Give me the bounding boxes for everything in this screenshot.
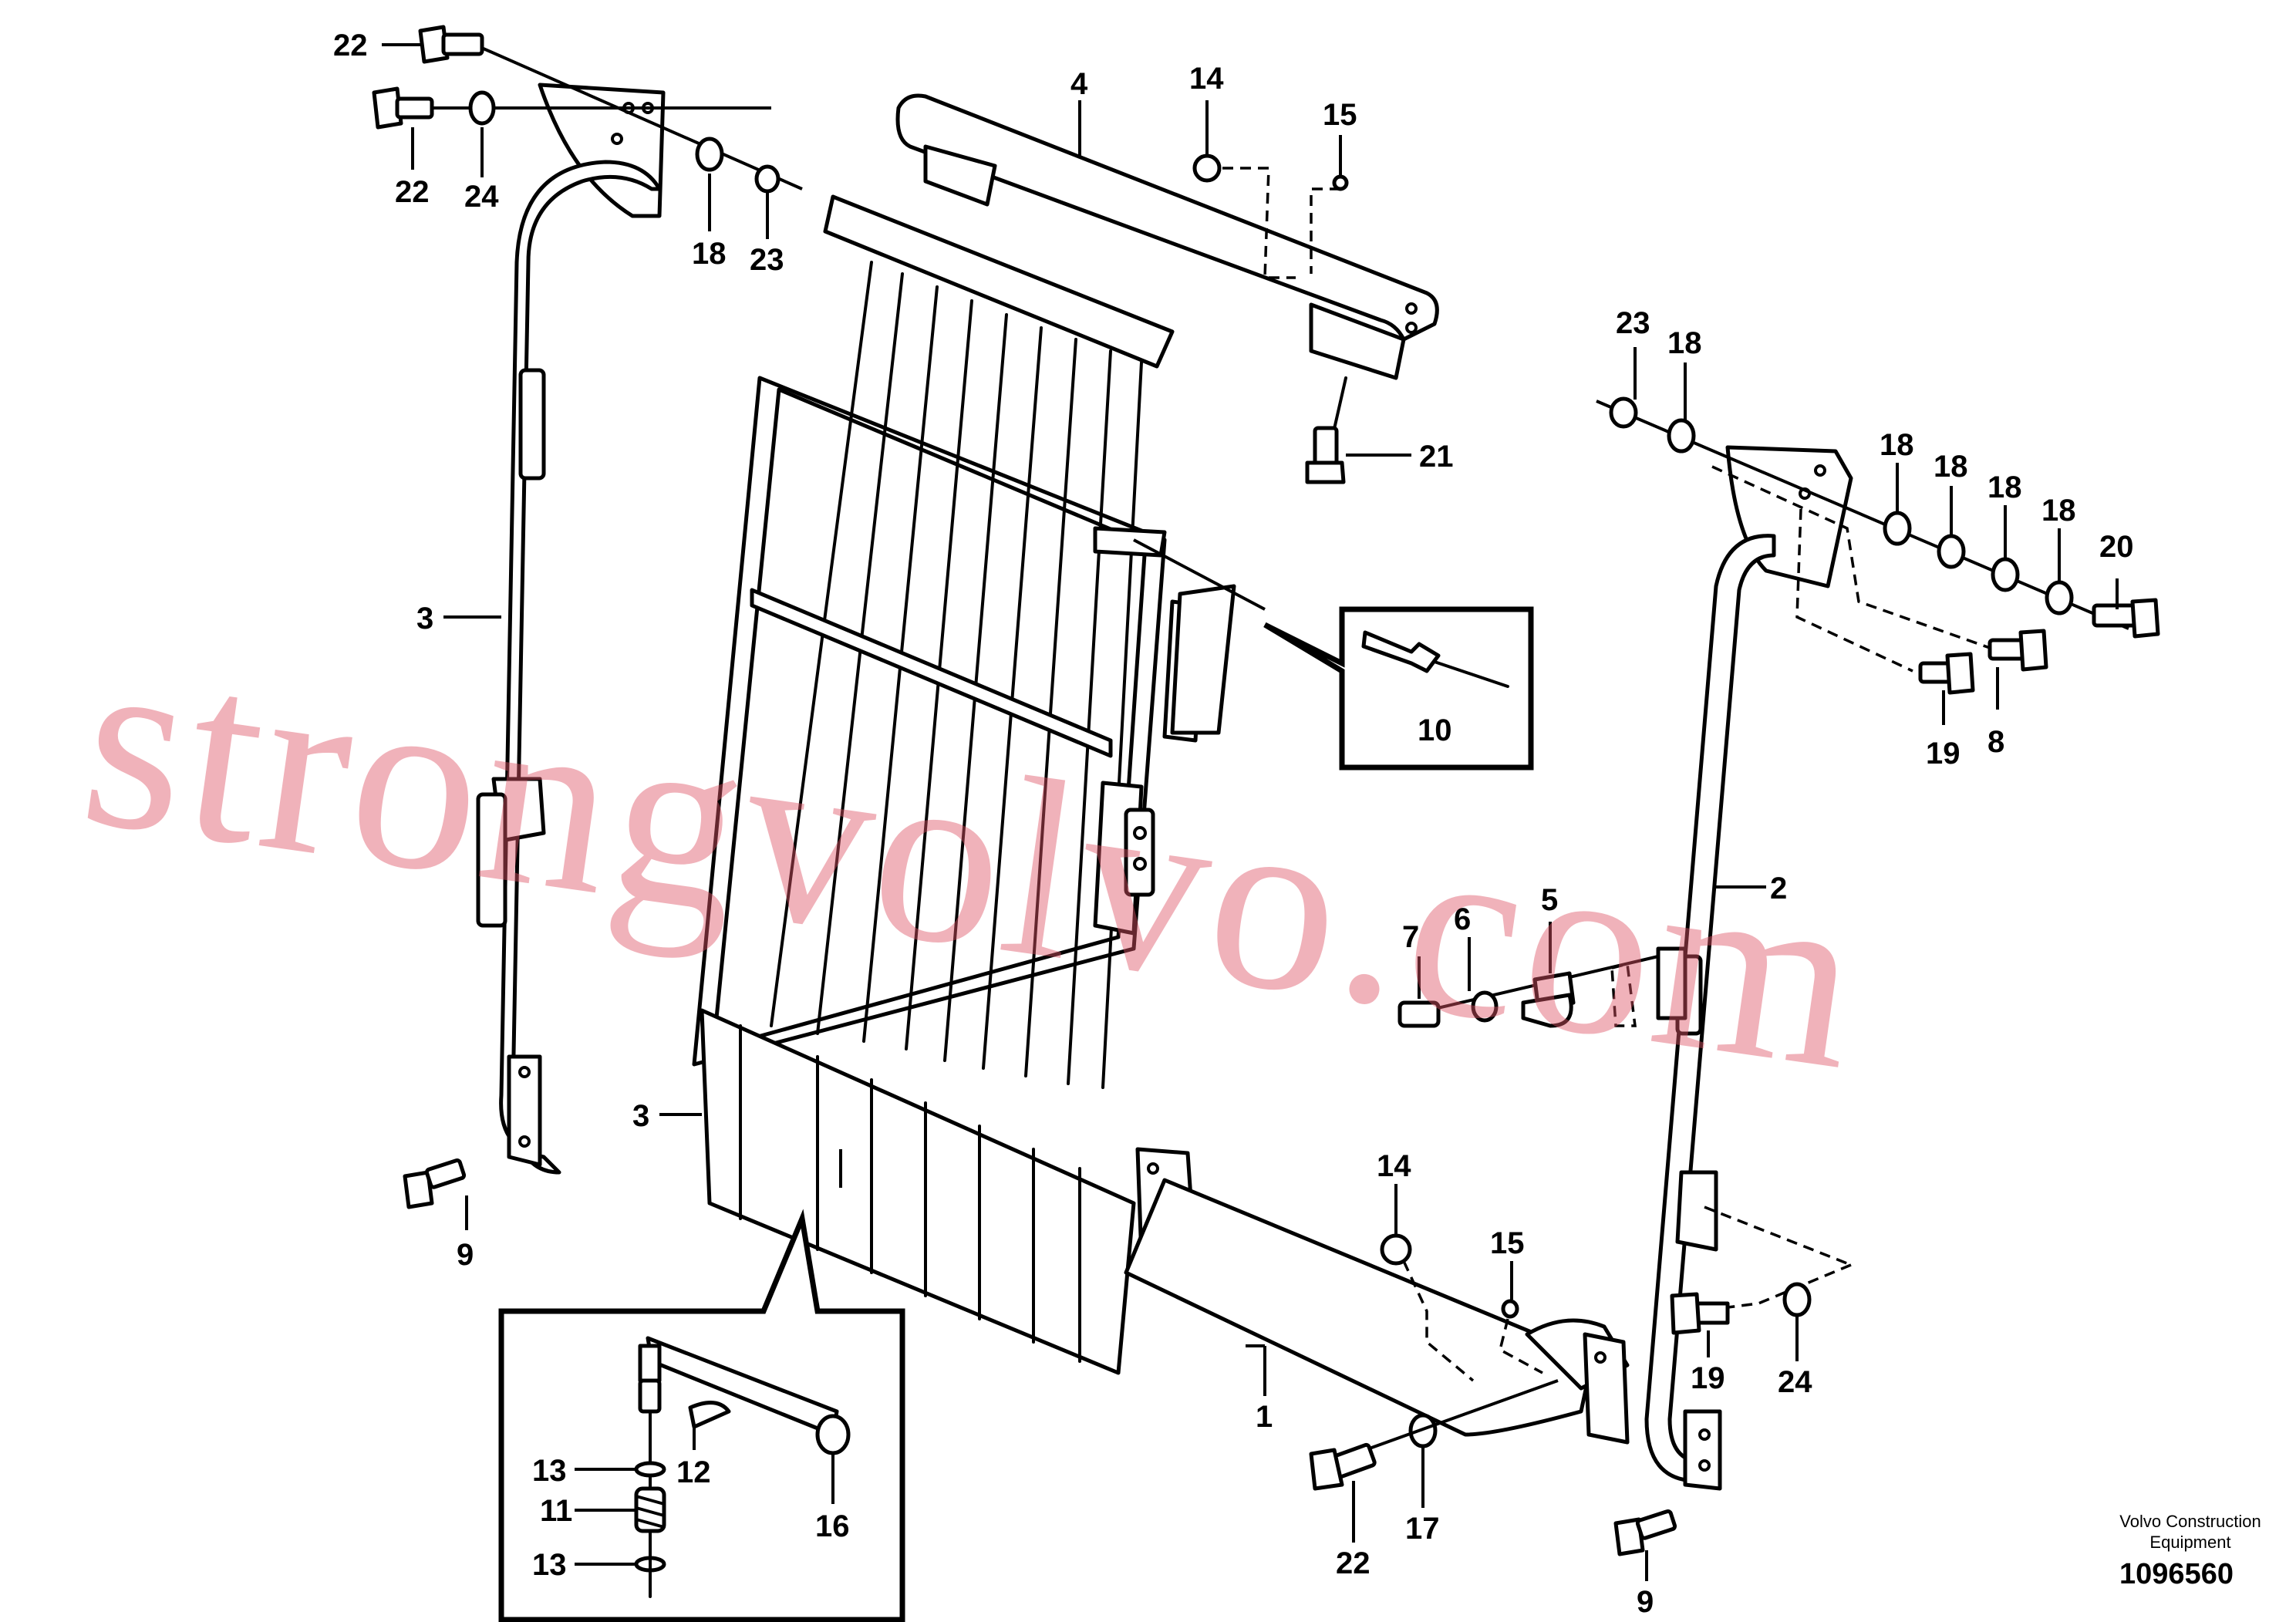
drawing-number: 1096560 [2119, 1558, 2234, 1590]
callout-5: 5 [1541, 883, 1558, 917]
callout-18: 18 [692, 237, 727, 271]
callout-24: 24 [464, 180, 499, 214]
callout-labels: 22 22 24 18 23 4 14 15 21 23 18 18 18 18… [333, 29, 2134, 1619]
callout-9: 9 [457, 1238, 474, 1272]
callout-2: 2 [1770, 872, 1787, 905]
inset-rivet [1133, 538, 1534, 771]
credit-line-2: Equipment [2149, 1533, 2230, 1552]
callout-23: 23 [1616, 306, 1650, 340]
callout-15: 15 [1490, 1226, 1525, 1260]
callout-13: 13 [532, 1548, 567, 1582]
callout-23: 23 [750, 243, 784, 277]
callout-19: 19 [1691, 1361, 1725, 1395]
callout-3: 3 [632, 1099, 649, 1133]
grille-frame [692, 194, 1205, 1375]
callout-18: 18 [1934, 450, 1968, 484]
callout-18: 18 [1880, 428, 1914, 462]
callout-17: 17 [1405, 1512, 1440, 1546]
callout-leaders [382, 43, 2119, 1581]
callout-18: 18 [1988, 470, 2022, 504]
callout-7: 7 [1402, 920, 1419, 954]
right-lower-fasteners [403, 1158, 1852, 1556]
left-grab-handle [476, 83, 666, 1175]
callout-22: 22 [333, 29, 368, 62]
callout-12: 12 [676, 1455, 711, 1489]
callout-22: 22 [1336, 1546, 1371, 1580]
callout-4: 4 [1070, 67, 1088, 101]
callout-16: 16 [815, 1509, 850, 1543]
callout-18: 18 [2041, 494, 2076, 528]
callout-1: 1 [1256, 1400, 1273, 1434]
callout-14: 14 [1377, 1149, 1411, 1183]
callout-11: 11 [540, 1494, 572, 1528]
latch-assembly [1397, 946, 1687, 1028]
callout-24: 24 [1778, 1365, 1812, 1399]
callout-3: 3 [416, 602, 433, 636]
right-grab-handle [1644, 445, 1853, 1491]
callout-18: 18 [1667, 326, 1702, 360]
callout-15: 15 [1323, 98, 1357, 132]
callout-22: 22 [395, 175, 430, 209]
callout-6: 6 [1454, 902, 1471, 936]
callout-20: 20 [2099, 530, 2134, 564]
callout-19: 19 [1926, 737, 1961, 771]
right-top-fasteners [1596, 396, 2160, 695]
cover-fasteners [1192, 153, 1349, 484]
callout-10: 10 [1418, 713, 1452, 747]
callout-9: 9 [1637, 1585, 1654, 1619]
bottom-bracket [1124, 1147, 1630, 1491]
callout-14: 14 [1189, 62, 1224, 96]
left-top-fasteners [372, 25, 803, 194]
callout-8: 8 [1988, 725, 2004, 759]
callout-13: 13 [532, 1454, 567, 1488]
callout-21: 21 [1419, 440, 1454, 474]
top-cover [895, 93, 1439, 380]
credit-line-1: Volvo Construction [2119, 1512, 2261, 1531]
